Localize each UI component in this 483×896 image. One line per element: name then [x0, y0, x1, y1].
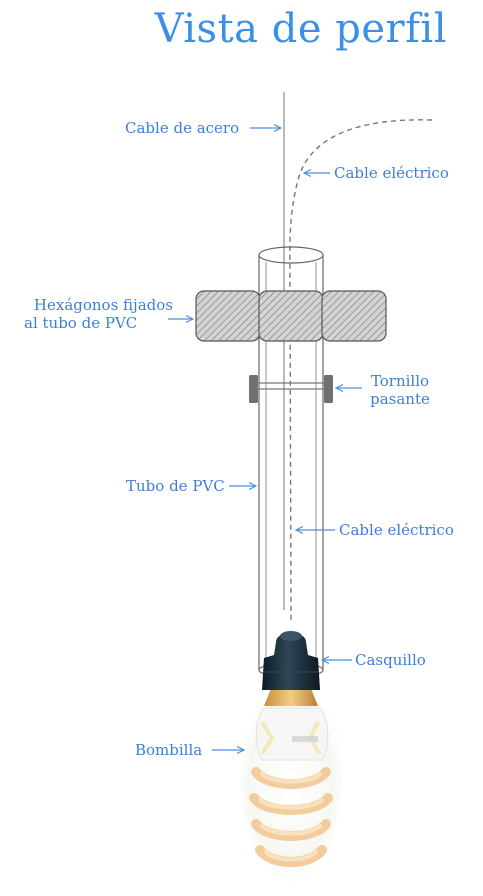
label-bolt-line1: Tornillo [370, 372, 430, 390]
label-electric-cable-mid: Cable eléctrico [339, 521, 454, 539]
hexagons [195, 290, 387, 342]
label-hexagons-line2: al tubo de PVC [24, 314, 138, 332]
label-bulb: Bombilla [135, 741, 203, 759]
label-steel-cable: Cable de acero [125, 119, 240, 137]
bulb [239, 705, 343, 884]
label-electric-cable-top: Cable eléctrico [334, 164, 449, 182]
bulb-base [264, 686, 318, 706]
label-bolt-line2: pasante [370, 390, 430, 408]
through-bolt [249, 375, 333, 403]
label-hexagons: Hexágonos fijados al tubo de PVC [18, 296, 173, 332]
electric-cable [289, 119, 433, 621]
label-socket: Casquillo [355, 651, 426, 669]
label-bolt: Tornillo pasante [360, 372, 440, 408]
page-title: Vista de perfil [154, 6, 447, 52]
label-arrows [168, 128, 362, 750]
label-hexagons-line1: Hexágonos fijados [33, 296, 173, 314]
label-pvc-tube: Tubo de PVC [126, 477, 225, 495]
socket [262, 633, 320, 690]
